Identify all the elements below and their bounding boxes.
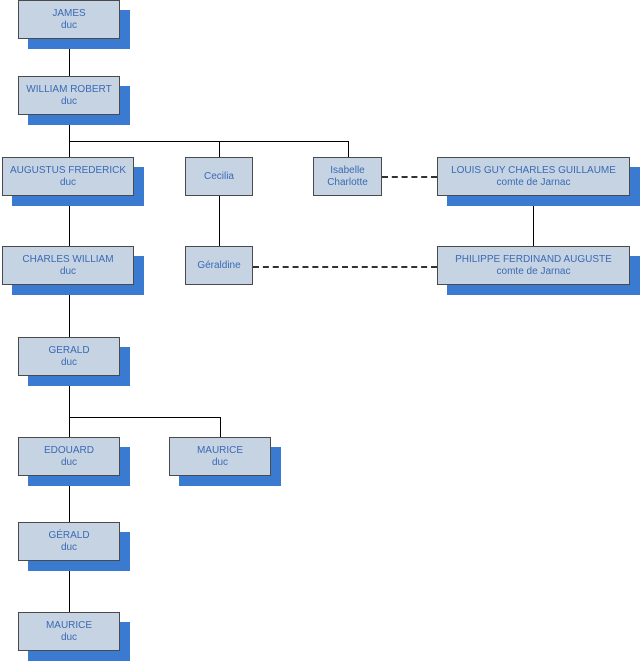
node-gerald[interactable]: GERALD duc bbox=[18, 337, 120, 376]
connector-down-isabelle bbox=[348, 141, 349, 157]
node-geraldine[interactable]: Géraldine bbox=[185, 246, 253, 285]
node-isabelle-charlotte[interactable]: Isabelle Charlotte bbox=[313, 157, 382, 196]
connector-sibling-bar-gen3 bbox=[69, 141, 349, 142]
node-louis-guy-charles-guillaume[interactable]: LOUIS GUY CHARLES GUILLAUME comte de Jar… bbox=[437, 157, 630, 196]
node-title: duc bbox=[60, 19, 78, 31]
connector-gerald2-maurice2 bbox=[69, 561, 70, 612]
node-philippe-ferdinand-auguste[interactable]: PHILIPPE FERDINAND AUGUSTE comte de Jarn… bbox=[437, 246, 630, 285]
node-name: EDOUARD bbox=[43, 445, 94, 456]
connector-augustus-charles bbox=[69, 196, 70, 246]
node-title: comte de Jarnac bbox=[496, 265, 571, 277]
node-james[interactable]: JAMES duc bbox=[18, 0, 120, 39]
node-title: comte de Jarnac bbox=[496, 176, 571, 188]
node-name: WILLIAM ROBERT bbox=[26, 84, 112, 95]
connector-charles-gerald bbox=[69, 285, 70, 337]
node-edouard[interactable]: EDOUARD duc bbox=[18, 437, 120, 476]
node-title: duc bbox=[60, 631, 78, 643]
marriage-link-isabelle-louis bbox=[382, 176, 437, 178]
node-cecilia[interactable]: Cecilia bbox=[185, 157, 253, 196]
node-name: PHILIPPE FERDINAND AUGUSTE bbox=[455, 254, 612, 265]
node-title: duc bbox=[211, 456, 229, 468]
node-name: Cecilia bbox=[203, 170, 234, 182]
node-title: duc bbox=[59, 176, 77, 188]
connector-cecilia-geraldine bbox=[219, 196, 220, 246]
node-name: JAMES bbox=[52, 8, 86, 19]
connector-down-maurice1 bbox=[220, 417, 221, 437]
connector-sibling-bar-gen6 bbox=[69, 417, 220, 418]
node-name: AUGUSTUS FREDERICK bbox=[9, 165, 127, 176]
node-title: duc bbox=[60, 95, 78, 107]
connector-james-william bbox=[69, 39, 70, 76]
node-name: GERALD bbox=[48, 345, 90, 356]
node-title: Charlotte bbox=[327, 176, 368, 188]
node-name: CHARLES WILLIAM bbox=[22, 254, 114, 265]
connector-edouard-gerald2 bbox=[69, 476, 70, 522]
node-name: Géraldine bbox=[197, 259, 241, 271]
connector-down-augustus bbox=[69, 141, 70, 157]
node-charles-william[interactable]: CHARLES WILLIAM duc bbox=[2, 246, 134, 285]
node-name: Isabelle bbox=[330, 165, 365, 176]
node-title: duc bbox=[59, 265, 77, 277]
node-name: GÉRALD bbox=[48, 530, 90, 541]
connector-gerald-down bbox=[69, 376, 70, 417]
node-title: duc bbox=[60, 456, 78, 468]
node-title: duc bbox=[60, 541, 78, 553]
marriage-link-geraldine-philippe bbox=[253, 266, 437, 268]
node-gerald-accented[interactable]: GÉRALD duc bbox=[18, 522, 120, 561]
node-name: LOUIS GUY CHARLES GUILLAUME bbox=[451, 165, 616, 176]
node-maurice-lower[interactable]: MAURICE duc bbox=[18, 612, 120, 651]
node-name: MAURICE bbox=[45, 620, 93, 631]
connector-louis-philippe bbox=[533, 196, 534, 246]
connector-down-cecilia bbox=[219, 141, 220, 157]
connector-william-down bbox=[69, 115, 70, 141]
connector-down-edouard bbox=[69, 417, 70, 437]
node-maurice-upper[interactable]: MAURICE duc bbox=[169, 437, 271, 476]
node-william-robert[interactable]: WILLIAM ROBERT duc bbox=[18, 76, 120, 115]
node-name: MAURICE bbox=[196, 445, 244, 456]
node-title: duc bbox=[60, 356, 78, 368]
node-augustus-frederick[interactable]: AUGUSTUS FREDERICK duc bbox=[2, 157, 134, 196]
